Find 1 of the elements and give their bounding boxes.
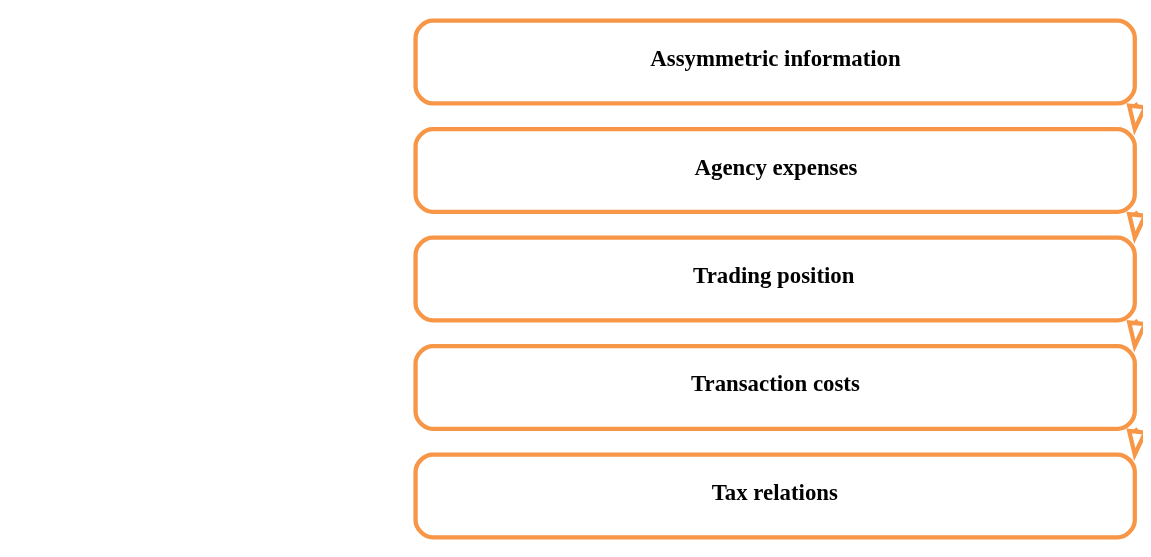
node-box: Tax relations: [413, 451, 1137, 539]
